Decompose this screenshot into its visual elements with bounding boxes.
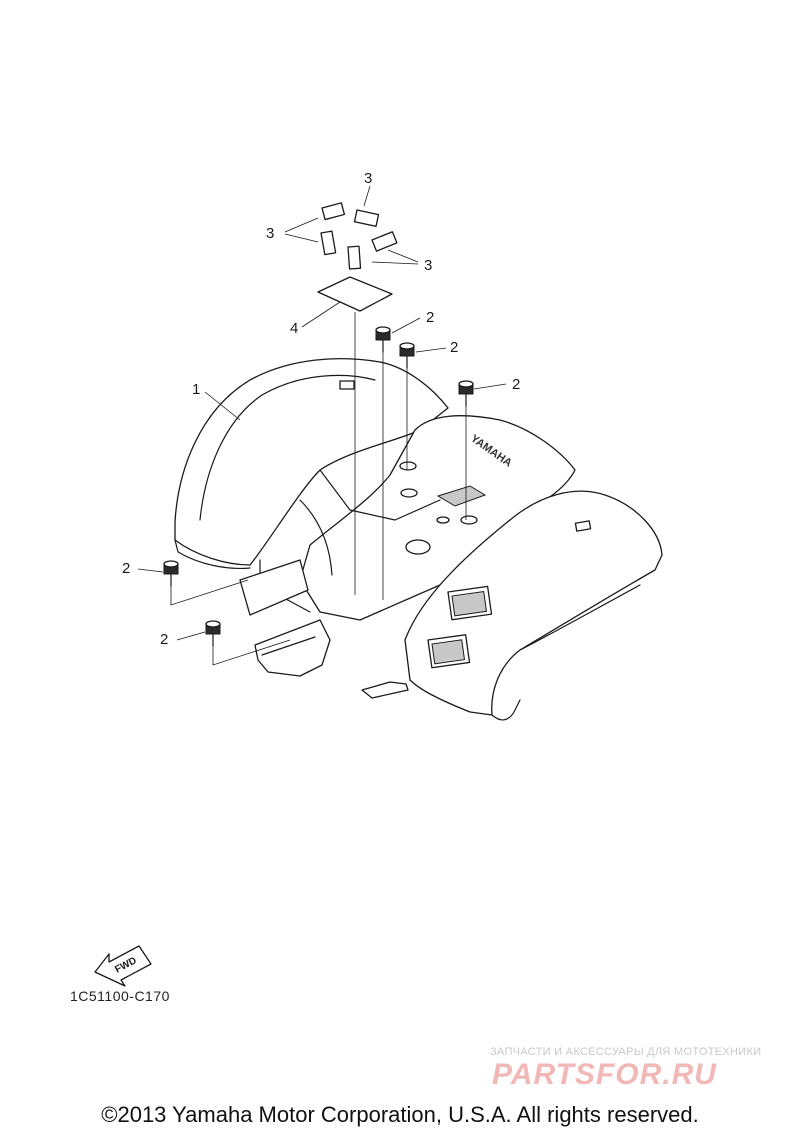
callout-3-right: 3 xyxy=(424,257,432,274)
diagram-code: 1C51100-C170 xyxy=(70,988,170,1004)
rear-fender-part-1: YAMAHA xyxy=(174,358,663,721)
callout-2-b: 2 xyxy=(450,339,458,356)
callout-3-left: 3 xyxy=(266,225,274,242)
callout-labels: 3 3 3 4 2 2 2 1 2 2 xyxy=(122,170,520,648)
fwd-arrow-icon: FWD xyxy=(94,945,152,987)
callout-2-a: 2 xyxy=(426,309,434,326)
callout-leaders xyxy=(137,185,507,641)
callout-1: 1 xyxy=(192,381,200,398)
callout-3-top: 3 xyxy=(364,170,372,187)
copyright-notice: ©2013 Yamaha Motor Corporation, U.S.A. A… xyxy=(101,1102,699,1127)
bolt-parts-2 xyxy=(163,326,474,647)
watermark-caption: ЗАПЧАСТИ И АКСЕССУАРЫ ДЛЯ МОТОТЕХНИКИ xyxy=(490,1046,762,1058)
callout-2-c: 2 xyxy=(512,376,520,393)
callout-2-d: 2 xyxy=(122,560,130,577)
callout-4: 4 xyxy=(290,320,298,337)
assembly-lines xyxy=(170,312,467,666)
pad-parts-3 xyxy=(320,202,398,270)
plate-part-4 xyxy=(317,276,393,312)
callout-2-e: 2 xyxy=(160,631,168,648)
watermark-logo: PARTSFOR.RU xyxy=(492,1058,717,1091)
